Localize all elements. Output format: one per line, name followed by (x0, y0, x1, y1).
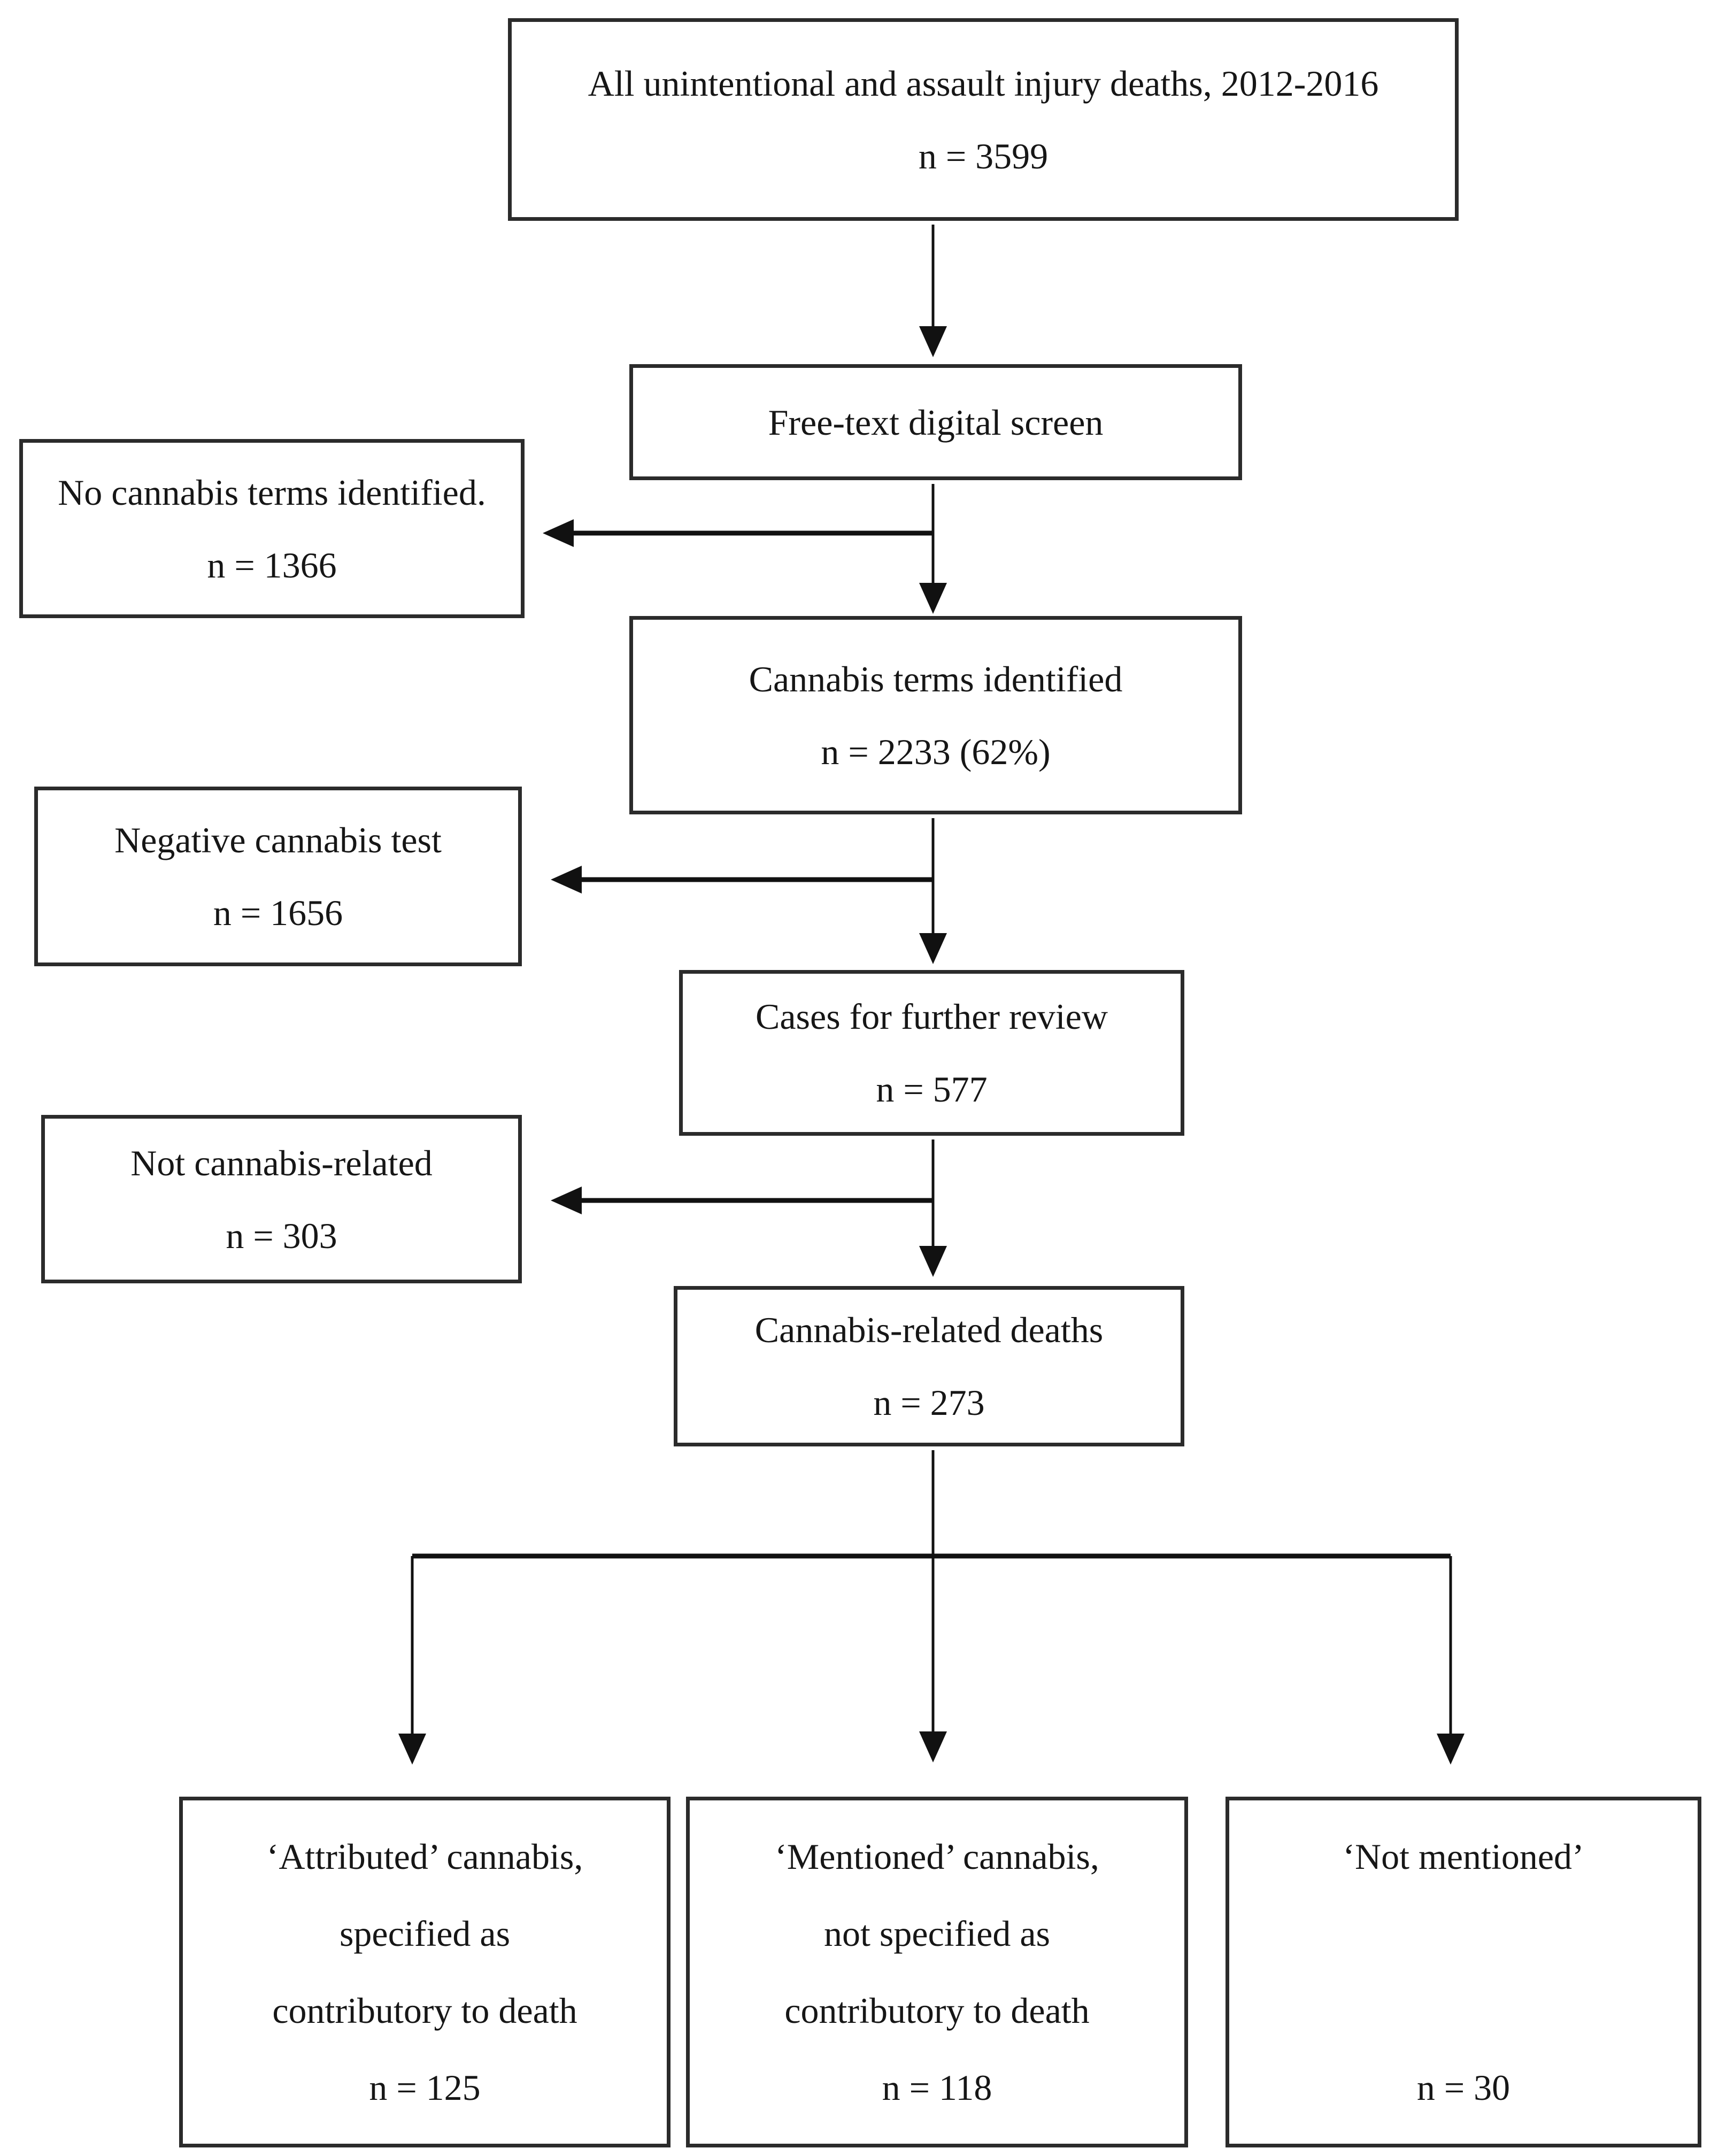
box-n-value: n = 30 (1416, 2067, 1510, 2108)
box-title: Not cannabis-related (130, 1142, 433, 1183)
box-title: Cases for further review (756, 996, 1108, 1037)
box-attributed-cannabis: ‘Attributed’ cannabis, specified as cont… (179, 1797, 670, 2147)
box-n-value: n = 273 (873, 1382, 985, 1423)
box-not-mentioned: ‘Not mentioned’ n = 30 (1226, 1797, 1701, 2147)
arrow-to-no-terms (543, 519, 933, 547)
box-n-value: n = 118 (882, 2067, 992, 2108)
arrow-terms-to-review (919, 818, 947, 964)
box-text-line: contributory to death (784, 1990, 1090, 2031)
arrow-total-to-screen (919, 225, 947, 357)
box-text-line: not specified as (824, 1913, 1050, 1954)
box-negative-cannabis-test: Negative cannabis test n = 1656 (34, 787, 522, 966)
box-n-value: n = 125 (369, 2067, 481, 2108)
box-free-text-screen: Free-text digital screen (629, 364, 1242, 480)
box-cannabis-related-deaths: Cannabis-related deaths n = 273 (674, 1286, 1184, 1446)
box-n-value: n = 3599 (918, 135, 1049, 176)
box-n-value: n = 2233 (62%) (821, 731, 1051, 772)
box-title: Negative cannabis test (114, 820, 442, 860)
box-cases-further-review: Cases for further review n = 577 (679, 970, 1184, 1136)
box-title: All unintentional and assault injury dea… (588, 63, 1379, 104)
box-title: ‘Mentioned’ cannabis, (775, 1836, 1099, 1877)
box-text-line: contributory to death (272, 1990, 577, 2031)
box-n-value: n = 1366 (207, 544, 337, 586)
box-no-cannabis-terms: No cannabis terms identified. n = 1366 (19, 439, 525, 618)
box-title: Cannabis terms identified (749, 658, 1123, 699)
box-n-value: n = 577 (876, 1069, 988, 1110)
box-n-value: n = 1656 (213, 892, 343, 933)
box-title: Cannabis-related deaths (754, 1310, 1104, 1350)
arrow-branch-to-not-mentioned (1437, 1556, 1465, 1765)
box-not-cannabis-related: Not cannabis-related n = 303 (41, 1115, 522, 1283)
box-title: No cannabis terms identified. (58, 472, 486, 513)
arrow-to-not-related (551, 1187, 933, 1214)
arrow-review-to-related (919, 1139, 947, 1277)
box-title: ‘Attributed’ cannabis, (266, 1836, 583, 1877)
arrow-related-to-mentioned (919, 1450, 947, 1762)
box-total-deaths: All unintentional and assault injury dea… (508, 18, 1459, 221)
arrow-branch-to-attributed (398, 1556, 426, 1765)
arrow-screen-to-terms (919, 484, 947, 614)
box-mentioned-cannabis: ‘Mentioned’ cannabis, not specified as c… (686, 1797, 1188, 2147)
box-title: Free-text digital screen (768, 402, 1104, 443)
box-n-value: n = 303 (226, 1215, 337, 1256)
box-title: ‘Not mentioned’ (1343, 1836, 1584, 1877)
arrow-to-negative-test (551, 866, 933, 894)
box-text-line: specified as (339, 1913, 511, 1954)
box-cannabis-terms-identified: Cannabis terms identified n = 2233 (62%) (629, 616, 1242, 814)
